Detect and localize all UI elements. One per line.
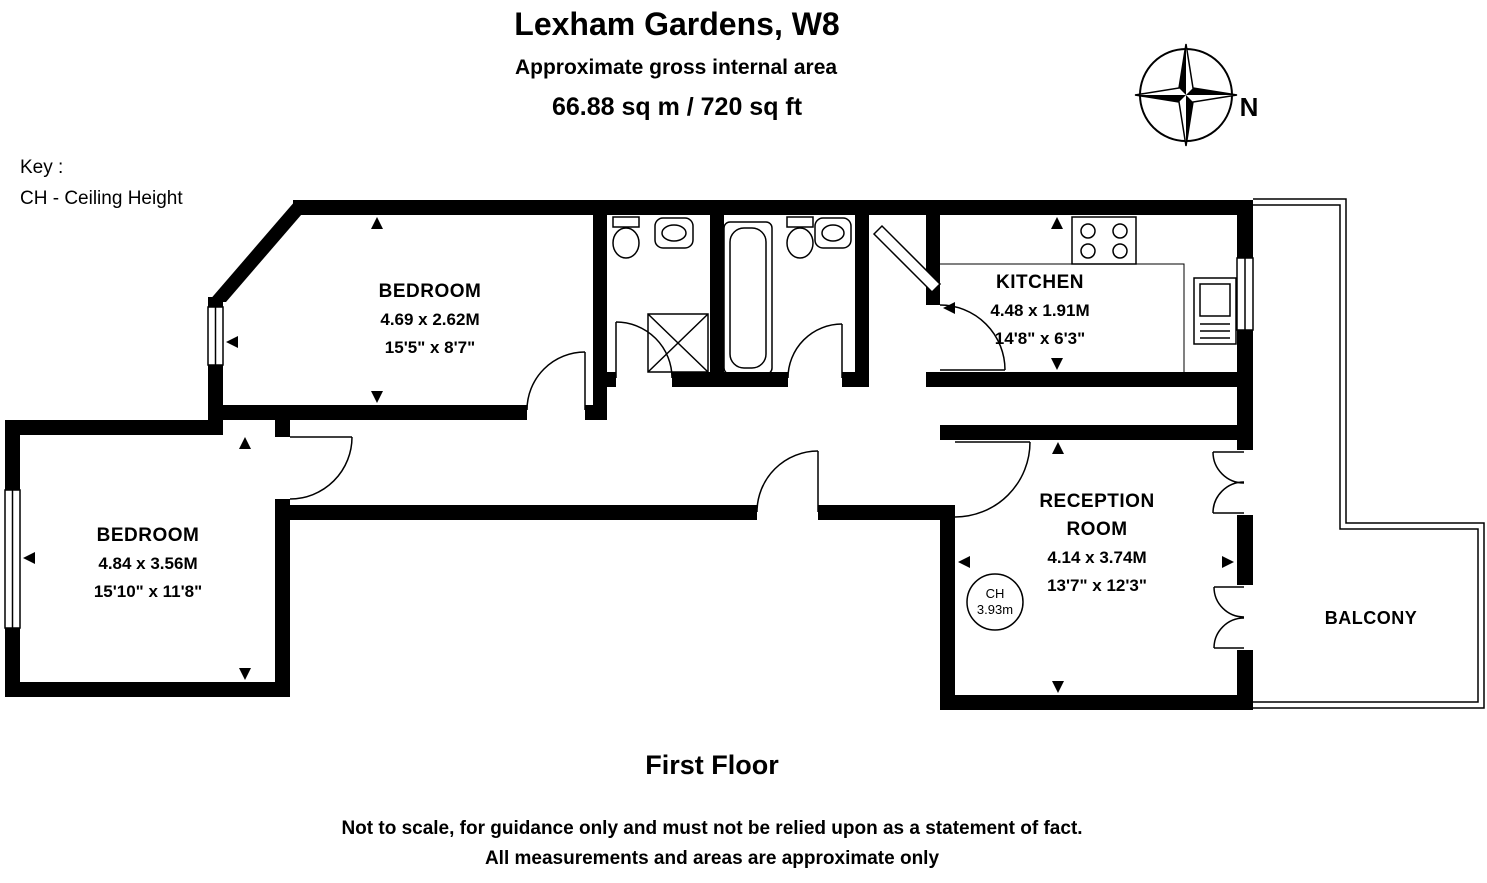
gross-internal-area: 66.88 sq m / 720 sq ft <box>551 93 803 121</box>
page-subtitle: Approximate gross internal area <box>514 56 838 79</box>
room-dim-imperial: 15'5" x 8'7" <box>384 338 476 357</box>
key-block: Key : CH - Ceiling Height <box>20 152 183 214</box>
basin-icon <box>654 217 694 249</box>
room-bedroom-2: BEDROOM 4.84 x 3.56M 15'10" x 11'8" <box>94 522 202 606</box>
kitchen-sink-icon <box>1193 277 1237 345</box>
room-name: KITCHEN <box>996 272 1084 293</box>
key-title: Key : <box>20 157 64 178</box>
counter-line <box>940 263 1185 372</box>
room-name: ROOM <box>1066 519 1128 540</box>
room-kitchen: KITCHEN 4.48 x 1.91M 14'8" x 6'3" <box>990 269 1089 353</box>
compass-north-label: N <box>1239 92 1259 122</box>
walls <box>5 200 1253 710</box>
balcony-outline <box>1253 198 1485 709</box>
room-dim-imperial: 14'8" x 6'3" <box>994 329 1086 348</box>
ceiling-height-circle <box>966 573 1024 631</box>
bathroom-fixtures <box>612 216 852 375</box>
open-door-leaf-icon <box>872 224 942 294</box>
room-dim-metric: 4.14 x 3.74M <box>1047 548 1147 567</box>
toilet-icon <box>612 216 640 259</box>
shower-tray-icon <box>647 313 709 373</box>
toilet-icon <box>786 216 814 259</box>
room-dim-metric: 4.84 x 3.56M <box>98 554 198 573</box>
ceiling-height-badge: CH 3.93m <box>977 586 1013 618</box>
door-swing-icons <box>289 224 1245 649</box>
floor-label: First Floor <box>645 750 779 780</box>
room-balcony: BALCONY <box>1325 604 1418 632</box>
basin-icon <box>814 217 852 249</box>
room-dim-metric: 4.69 x 2.62M <box>380 310 480 329</box>
room-name: BALCONY <box>1324 608 1418 628</box>
disclaimer-line-2: All measurements and areas are approxima… <box>484 848 940 869</box>
room-dim-imperial: 13'7" x 12'3" <box>1047 576 1147 595</box>
room-dim-metric: 4.48 x 1.91M <box>990 301 1090 320</box>
compass-rose-icon <box>1134 43 1238 147</box>
room-name: RECEPTION <box>1039 491 1155 512</box>
room-name: BEDROOM <box>96 525 200 546</box>
disclaimer-line-1: Not to scale, for guidance only and must… <box>341 818 1083 839</box>
key-ceiling-height: CH - Ceiling Height <box>20 188 183 209</box>
window-icons <box>4 257 1254 629</box>
bathtub-icon <box>723 221 773 375</box>
room-bedroom-1: BEDROOM 4.69 x 2.62M 15'5" x 8'7" <box>379 278 482 362</box>
room-reception: RECEPTION ROOM 4.14 x 3.74M 13'7" x 12'3… <box>1039 488 1154 600</box>
page-title: Lexham Gardens, W8 <box>514 6 840 42</box>
room-dim-imperial: 15'10" x 11'8" <box>93 582 203 601</box>
dimension-arrow-icons <box>23 217 1234 693</box>
room-name: BEDROOM <box>378 281 482 302</box>
kitchen-fixtures <box>940 216 1237 372</box>
ch-label: CH <box>985 586 1005 601</box>
stove-icon <box>1071 216 1137 265</box>
ch-value: 3.93m <box>976 602 1014 617</box>
